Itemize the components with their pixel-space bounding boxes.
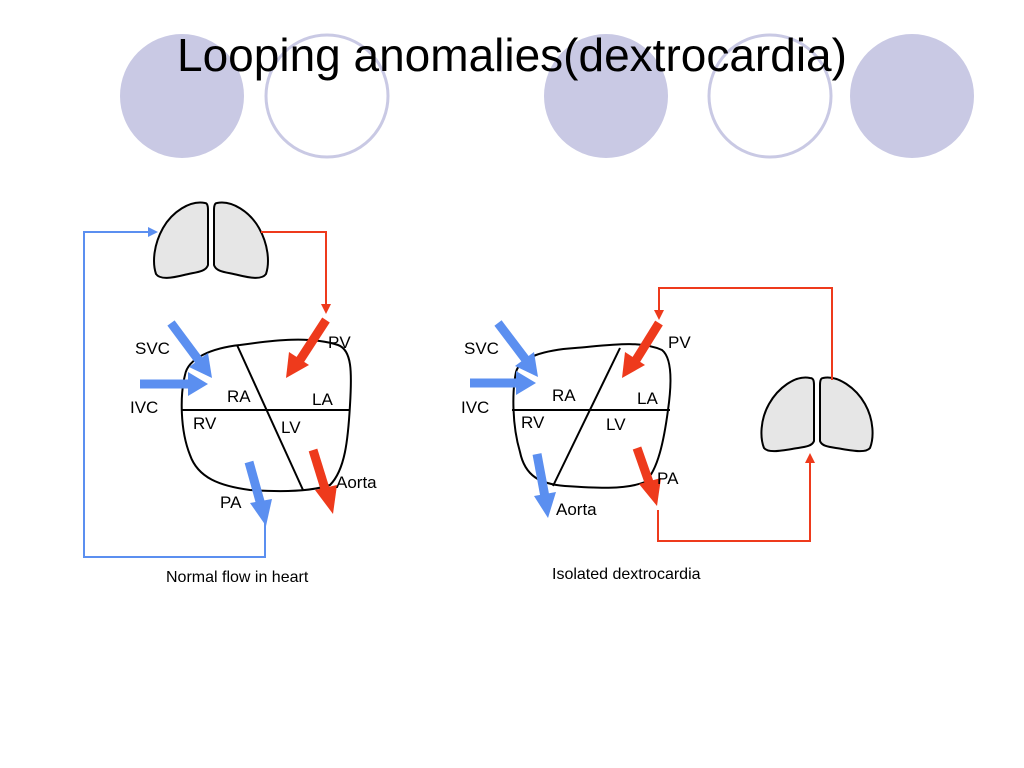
label-pa: PA bbox=[220, 493, 242, 512]
label-aorta: Aorta bbox=[336, 473, 377, 492]
deco-circle-outline bbox=[707, 33, 833, 159]
label-pa: PA bbox=[657, 469, 679, 488]
deco-circle-filled bbox=[544, 34, 668, 158]
dextrocardia-diagram: SVC IVC RA LA RV LV PV PA Aorta Isolated… bbox=[461, 287, 874, 583]
deco-circle-outline bbox=[264, 33, 390, 159]
slide-title-text: Looping anomalies(dextrocardia) bbox=[177, 29, 847, 81]
label-lv: LV bbox=[606, 415, 626, 434]
label-lv: LV bbox=[281, 418, 301, 437]
aorta-arrow bbox=[308, 448, 337, 514]
caption-dextrocardia: Isolated dextrocardia bbox=[552, 566, 701, 583]
label-pv: PV bbox=[328, 333, 351, 352]
pa-arrow bbox=[244, 460, 272, 526]
deco-circle-filled bbox=[850, 34, 974, 158]
pulmonary-vein-path bbox=[261, 231, 331, 314]
deco-circle-filled bbox=[120, 34, 244, 158]
pulmonary-artery-path bbox=[657, 453, 815, 542]
pv-arrow bbox=[622, 320, 663, 378]
label-pv: PV bbox=[668, 333, 691, 352]
label-aorta: Aorta bbox=[556, 500, 597, 519]
ivc-arrow bbox=[470, 371, 536, 395]
svc-arrow bbox=[167, 320, 212, 378]
slide-title: Looping anomalies(dextrocardia) bbox=[0, 28, 1024, 82]
heart-outline bbox=[180, 338, 352, 493]
label-ra: RA bbox=[552, 386, 576, 405]
label-svc: SVC bbox=[464, 339, 499, 358]
heart-septum-diagonal bbox=[552, 347, 621, 487]
lungs-icon bbox=[760, 376, 874, 453]
lungs-icon bbox=[153, 201, 269, 279]
label-la: LA bbox=[312, 390, 333, 409]
heart-outline bbox=[512, 343, 672, 489]
pulmonary-artery-path bbox=[83, 227, 266, 558]
caption-normal: Normal flow in heart bbox=[166, 569, 309, 586]
normal-flow-diagram: SVC IVC RA LA RV LV PV PA Aorta Normal f… bbox=[83, 201, 377, 586]
label-rv: RV bbox=[193, 414, 217, 433]
label-svc: SVC bbox=[135, 339, 170, 358]
pa-arrow bbox=[632, 446, 661, 506]
pulmonary-vein-path bbox=[654, 287, 833, 380]
pv-arrow bbox=[286, 317, 330, 378]
label-ivc: IVC bbox=[461, 398, 489, 417]
label-ivc: IVC bbox=[130, 398, 158, 417]
svc-arrow bbox=[494, 320, 538, 377]
heart-septum-diagonal bbox=[236, 344, 304, 491]
label-la: LA bbox=[637, 389, 658, 408]
ivc-arrow bbox=[140, 372, 208, 396]
label-rv: RV bbox=[521, 413, 545, 432]
label-ra: RA bbox=[227, 387, 251, 406]
aorta-arrow bbox=[532, 453, 556, 518]
